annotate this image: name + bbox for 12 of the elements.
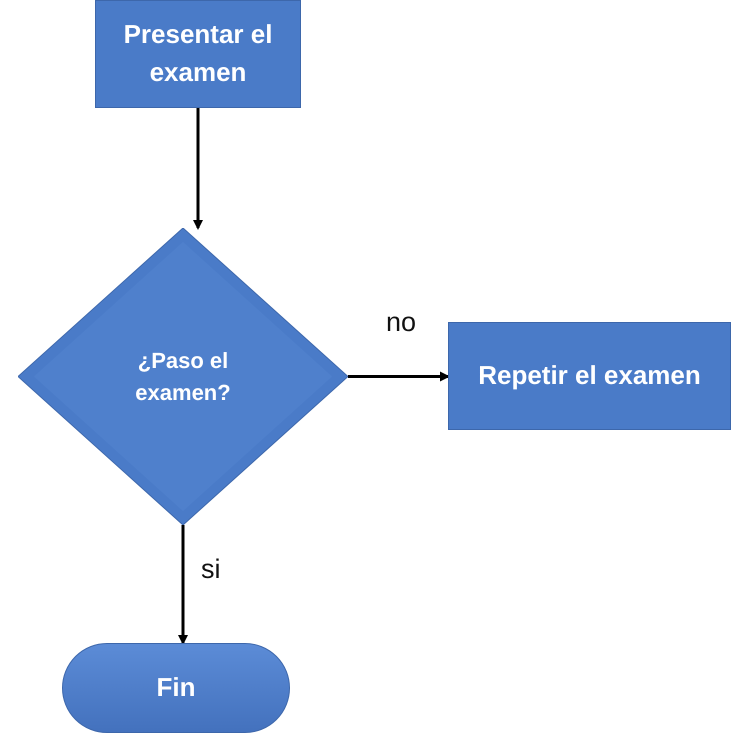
edge-label: no — [386, 306, 416, 338]
decision-diamond — [18, 228, 348, 525]
node-text: Fin — [156, 671, 196, 704]
node-text: Repetir el examen — [477, 359, 702, 392]
process-box — [95, 0, 301, 108]
edge-label: si — [201, 554, 220, 585]
arrow — [193, 108, 203, 230]
node-text: ¿Paso el examen? — [134, 346, 232, 406]
arrow — [178, 525, 188, 645]
arrow — [348, 372, 450, 382]
node-text: Presentar el examen — [122, 18, 274, 89]
process-box — [448, 322, 731, 430]
